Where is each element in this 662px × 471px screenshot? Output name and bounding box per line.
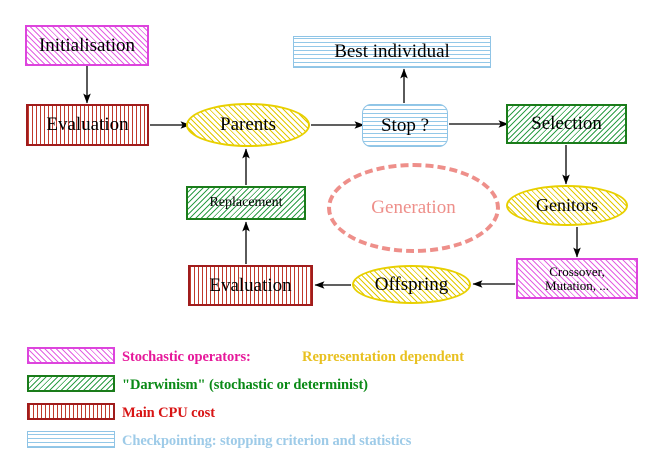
node-generation-group: Generation: [327, 163, 500, 253]
node-stop[interactable]: Stop ?: [362, 104, 448, 147]
node-evaluation-bottom[interactable]: Evaluation: [188, 265, 313, 306]
node-parents[interactable]: Parents: [186, 103, 310, 147]
legend-label-darwinism: "Darwinism" (stochastic or determinist): [122, 376, 368, 393]
legend-label-representation-dependent: Representation dependent: [302, 348, 465, 365]
legend-swatch-blue-hatch: [27, 431, 115, 448]
node-best-individual[interactable]: Best individual: [293, 36, 491, 68]
legend-row: "Darwinism" (stochastic or determinist): [0, 373, 662, 397]
legend-label-stochastic-operators: Stochastic operators:: [122, 348, 251, 365]
legend-row: Checkpointing: stopping criterion and st…: [0, 429, 662, 453]
legend-swatch-green-hatch: [27, 375, 115, 392]
legend-row: Main CPU cost: [0, 401, 662, 425]
node-selection[interactable]: Selection: [506, 104, 627, 144]
legend-row: Stochastic operators: Representation dep…: [0, 345, 662, 369]
node-evaluation-top[interactable]: Evaluation: [26, 104, 149, 146]
legend-label-main-cpu-cost: Main CPU cost: [122, 404, 215, 421]
node-offspring[interactable]: Offspring: [352, 265, 471, 304]
legend-swatch-red-hatch: [27, 403, 115, 420]
node-crossover-mutation[interactable]: Crossover, Mutation, ...: [516, 258, 638, 299]
legend: Stochastic operators: Representation dep…: [0, 340, 662, 471]
legend-swatch-magenta-hatch: [27, 347, 115, 364]
legend-label-checkpointing: Checkpointing: stopping criterion and st…: [122, 432, 412, 449]
node-replacement[interactable]: Replacement: [186, 186, 306, 220]
node-genitors[interactable]: Genitors: [506, 185, 628, 226]
node-initialisation[interactable]: Initialisation: [25, 25, 149, 66]
